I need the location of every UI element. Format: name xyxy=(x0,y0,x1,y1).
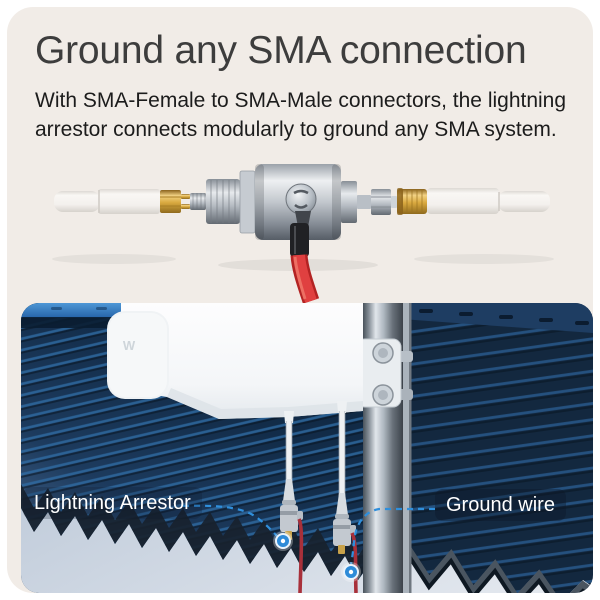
pole-bracket xyxy=(356,338,413,408)
antenna-cables xyxy=(285,411,346,497)
lightning-arrestor-device xyxy=(190,164,397,240)
coax-cable-right xyxy=(427,188,550,214)
roof-right xyxy=(401,303,593,593)
installation-photo: W xyxy=(21,303,593,593)
callout-leader-lines xyxy=(182,504,435,565)
lightning-arrestor-marker-dot xyxy=(273,531,293,551)
ground-wire-marker-dot xyxy=(341,562,361,582)
inline-arrestor-right xyxy=(333,493,358,593)
ground-wire-lead xyxy=(290,211,320,303)
page-subtitle: With SMA-Female to SMA-Male connectors, … xyxy=(35,89,567,141)
content-card: Ground any SMA connection With SMA-Femal… xyxy=(7,7,593,593)
antenna: W xyxy=(107,303,363,423)
page-title: Ground any SMA connection xyxy=(35,29,527,72)
product-illustration xyxy=(52,164,554,303)
ground-wire-label: Ground wire xyxy=(435,489,566,521)
coax-cable-left xyxy=(54,189,160,214)
roof-scene: W xyxy=(21,303,593,593)
sma-female-connector xyxy=(397,188,427,215)
sma-male-connector xyxy=(160,190,190,213)
antenna-logo: W xyxy=(123,338,136,353)
lightning-arrestor-label: Lightning Arrestor xyxy=(23,487,202,519)
